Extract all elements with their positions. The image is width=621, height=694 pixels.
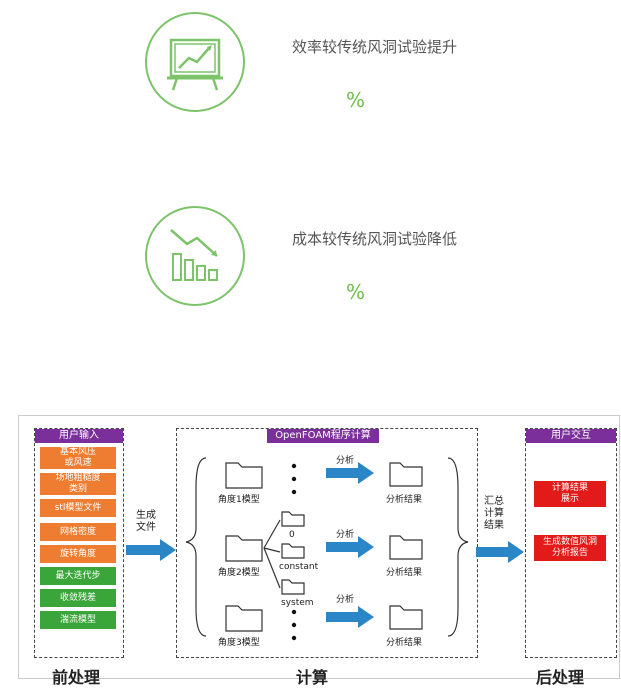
pre-item-3: 网格密度 [40,523,116,541]
post-panel-title: 用户交互 [526,429,616,443]
subfolder-label-constant: constant [279,562,319,572]
sum-arrow [476,541,524,563]
pre-processing-panel: 用户输入 基本风压 或风速场地粗糙度 类别 stl模型文件网格密度旋转角度最大迭代… [34,428,124,658]
gen-label: 生成 文件 [136,510,156,533]
analyze-label-3: 分析 [336,595,355,605]
compute-diagram [185,457,469,641]
pre-item-4: 旋转角度 [40,545,116,563]
efficiency-icon-circle [145,12,245,112]
sum-label: 汇总 计算 结果 [484,496,504,531]
pre-item-6: 收敛残差 [40,589,116,607]
analyze-label-1: 分析 [336,456,355,466]
post-item-report: 生成数值风洞 分析报告 [534,535,606,561]
cost-value: % [346,280,366,304]
analyze-label-2: 分析 [336,530,355,540]
result-label-1: 分析结果 [386,495,423,505]
pre-footer: 前处理 [52,668,101,687]
bar-chart-down-icon [170,229,218,281]
pre-item-0: 基本风压 或风速 [40,447,116,469]
presentation-chart-up-icon [167,38,223,91]
pre-item-1: 场地粗糙度 类别 [40,473,116,495]
model-label-1: 角度1模型 [218,495,260,505]
pre-panel-title: 用户输入 [35,429,123,443]
gen-arrow [126,539,176,561]
model-label-2: 角度2模型 [218,568,260,578]
pre-item-2: stl模型文件 [40,499,116,517]
diagram-frame [18,415,620,679]
result-label-3: 分析结果 [386,638,423,648]
efficiency-label: 效率较传统风洞试验提升 [292,38,458,56]
post-item-display: 计算结果 展示 [534,481,606,507]
cost-label: 成本较传统风洞试验降低 [292,230,458,248]
pre-item-5: 最大迭代步 [40,567,116,585]
cost-icon-circle [145,206,245,306]
result-label-2: 分析结果 [386,568,423,578]
efficiency-value: % [346,88,366,112]
compute-footer: 计算 [296,668,329,687]
pre-item-7: 湍流模型 [40,611,116,629]
compute-panel-title: OpenFOAM程序计算 [267,429,379,443]
post-processing-panel: 用户交互 计算结果 展示 生成数值风洞 分析报告 [525,428,617,658]
post-footer: 后处理 [536,668,585,687]
subfolder-label-0: 0 [289,530,295,540]
compute-panel: OpenFOAM程序计算 [176,428,478,658]
subfolder-label-system: system [281,598,314,608]
model-label-3: 角度3模型 [218,638,260,648]
